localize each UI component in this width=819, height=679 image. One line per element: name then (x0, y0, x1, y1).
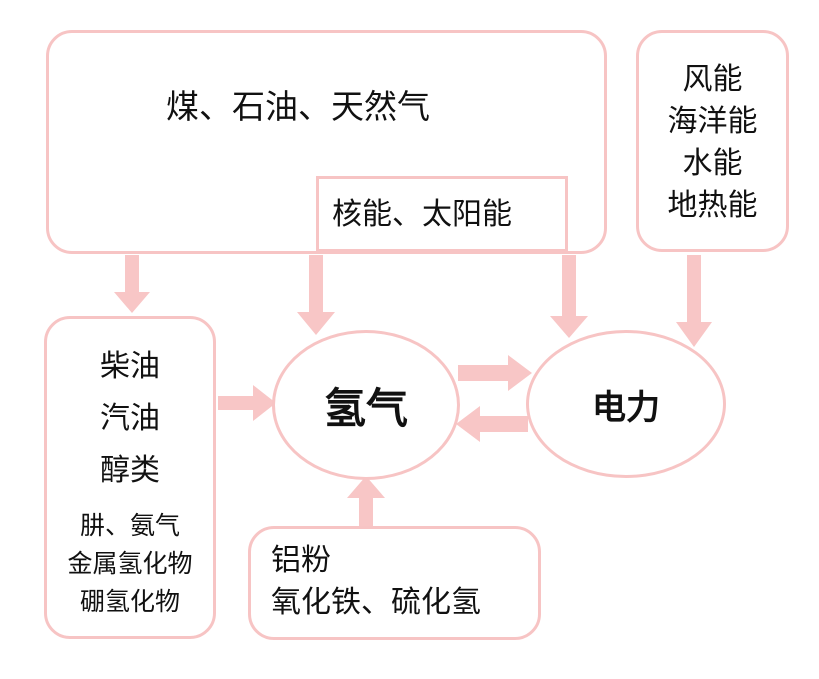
carrier-sub-line: 金属氢化物 (67, 549, 193, 578)
nuclear-solar-label: 核能、太阳能 (332, 197, 512, 232)
arrow-fossil-to-electricity (550, 255, 588, 338)
carrier-main-line: 汽油 (100, 401, 160, 436)
carrier-main-line: 柴油 (100, 349, 160, 384)
chemical-line: 铝粉 (271, 543, 331, 578)
hydrogen-label: 氢气 (323, 383, 408, 433)
renewable-line: 地热能 (667, 188, 758, 223)
arrow-carrier-to-hydrogen (218, 385, 276, 421)
electricity-label: 电力 (592, 387, 660, 428)
arrow-renewable-to-electricity (676, 255, 712, 347)
renewable-line: 水能 (682, 146, 743, 181)
hydrogen-node: 氢气 (272, 330, 460, 480)
renewable-line: 风能 (682, 62, 743, 97)
renewable-line: 海洋能 (667, 104, 758, 139)
arrow-electricity-to-hydrogen (456, 406, 528, 442)
arrow-hydrogen-to-electricity (458, 355, 532, 391)
nuclear-solar-box (316, 176, 568, 252)
fossil-fuels-label: 煤、石油、天然气 (166, 87, 430, 126)
renewable-energy-box: 风能 海洋能 水能 地热能 (636, 30, 789, 252)
electricity-node: 电力 (526, 330, 726, 478)
arrow-fossil-to-carrier (114, 255, 150, 313)
chemical-source-box (248, 526, 541, 640)
carrier-main-line: 醇类 (100, 453, 160, 488)
carrier-sub-line: 硼氢化物 (79, 587, 180, 616)
carrier-sub-line: 肼、氨气 (79, 511, 180, 540)
chemical-line: 氧化铁、硫化氢 (271, 585, 481, 620)
hydrogen-carrier-box: 柴油 汽油 醇类 肼、氨气 金属氢化物 硼氢化物 (44, 316, 216, 639)
arrow-chemical-to-hydrogen (347, 476, 385, 527)
arrow-nuclear-to-hydrogen (297, 255, 335, 335)
